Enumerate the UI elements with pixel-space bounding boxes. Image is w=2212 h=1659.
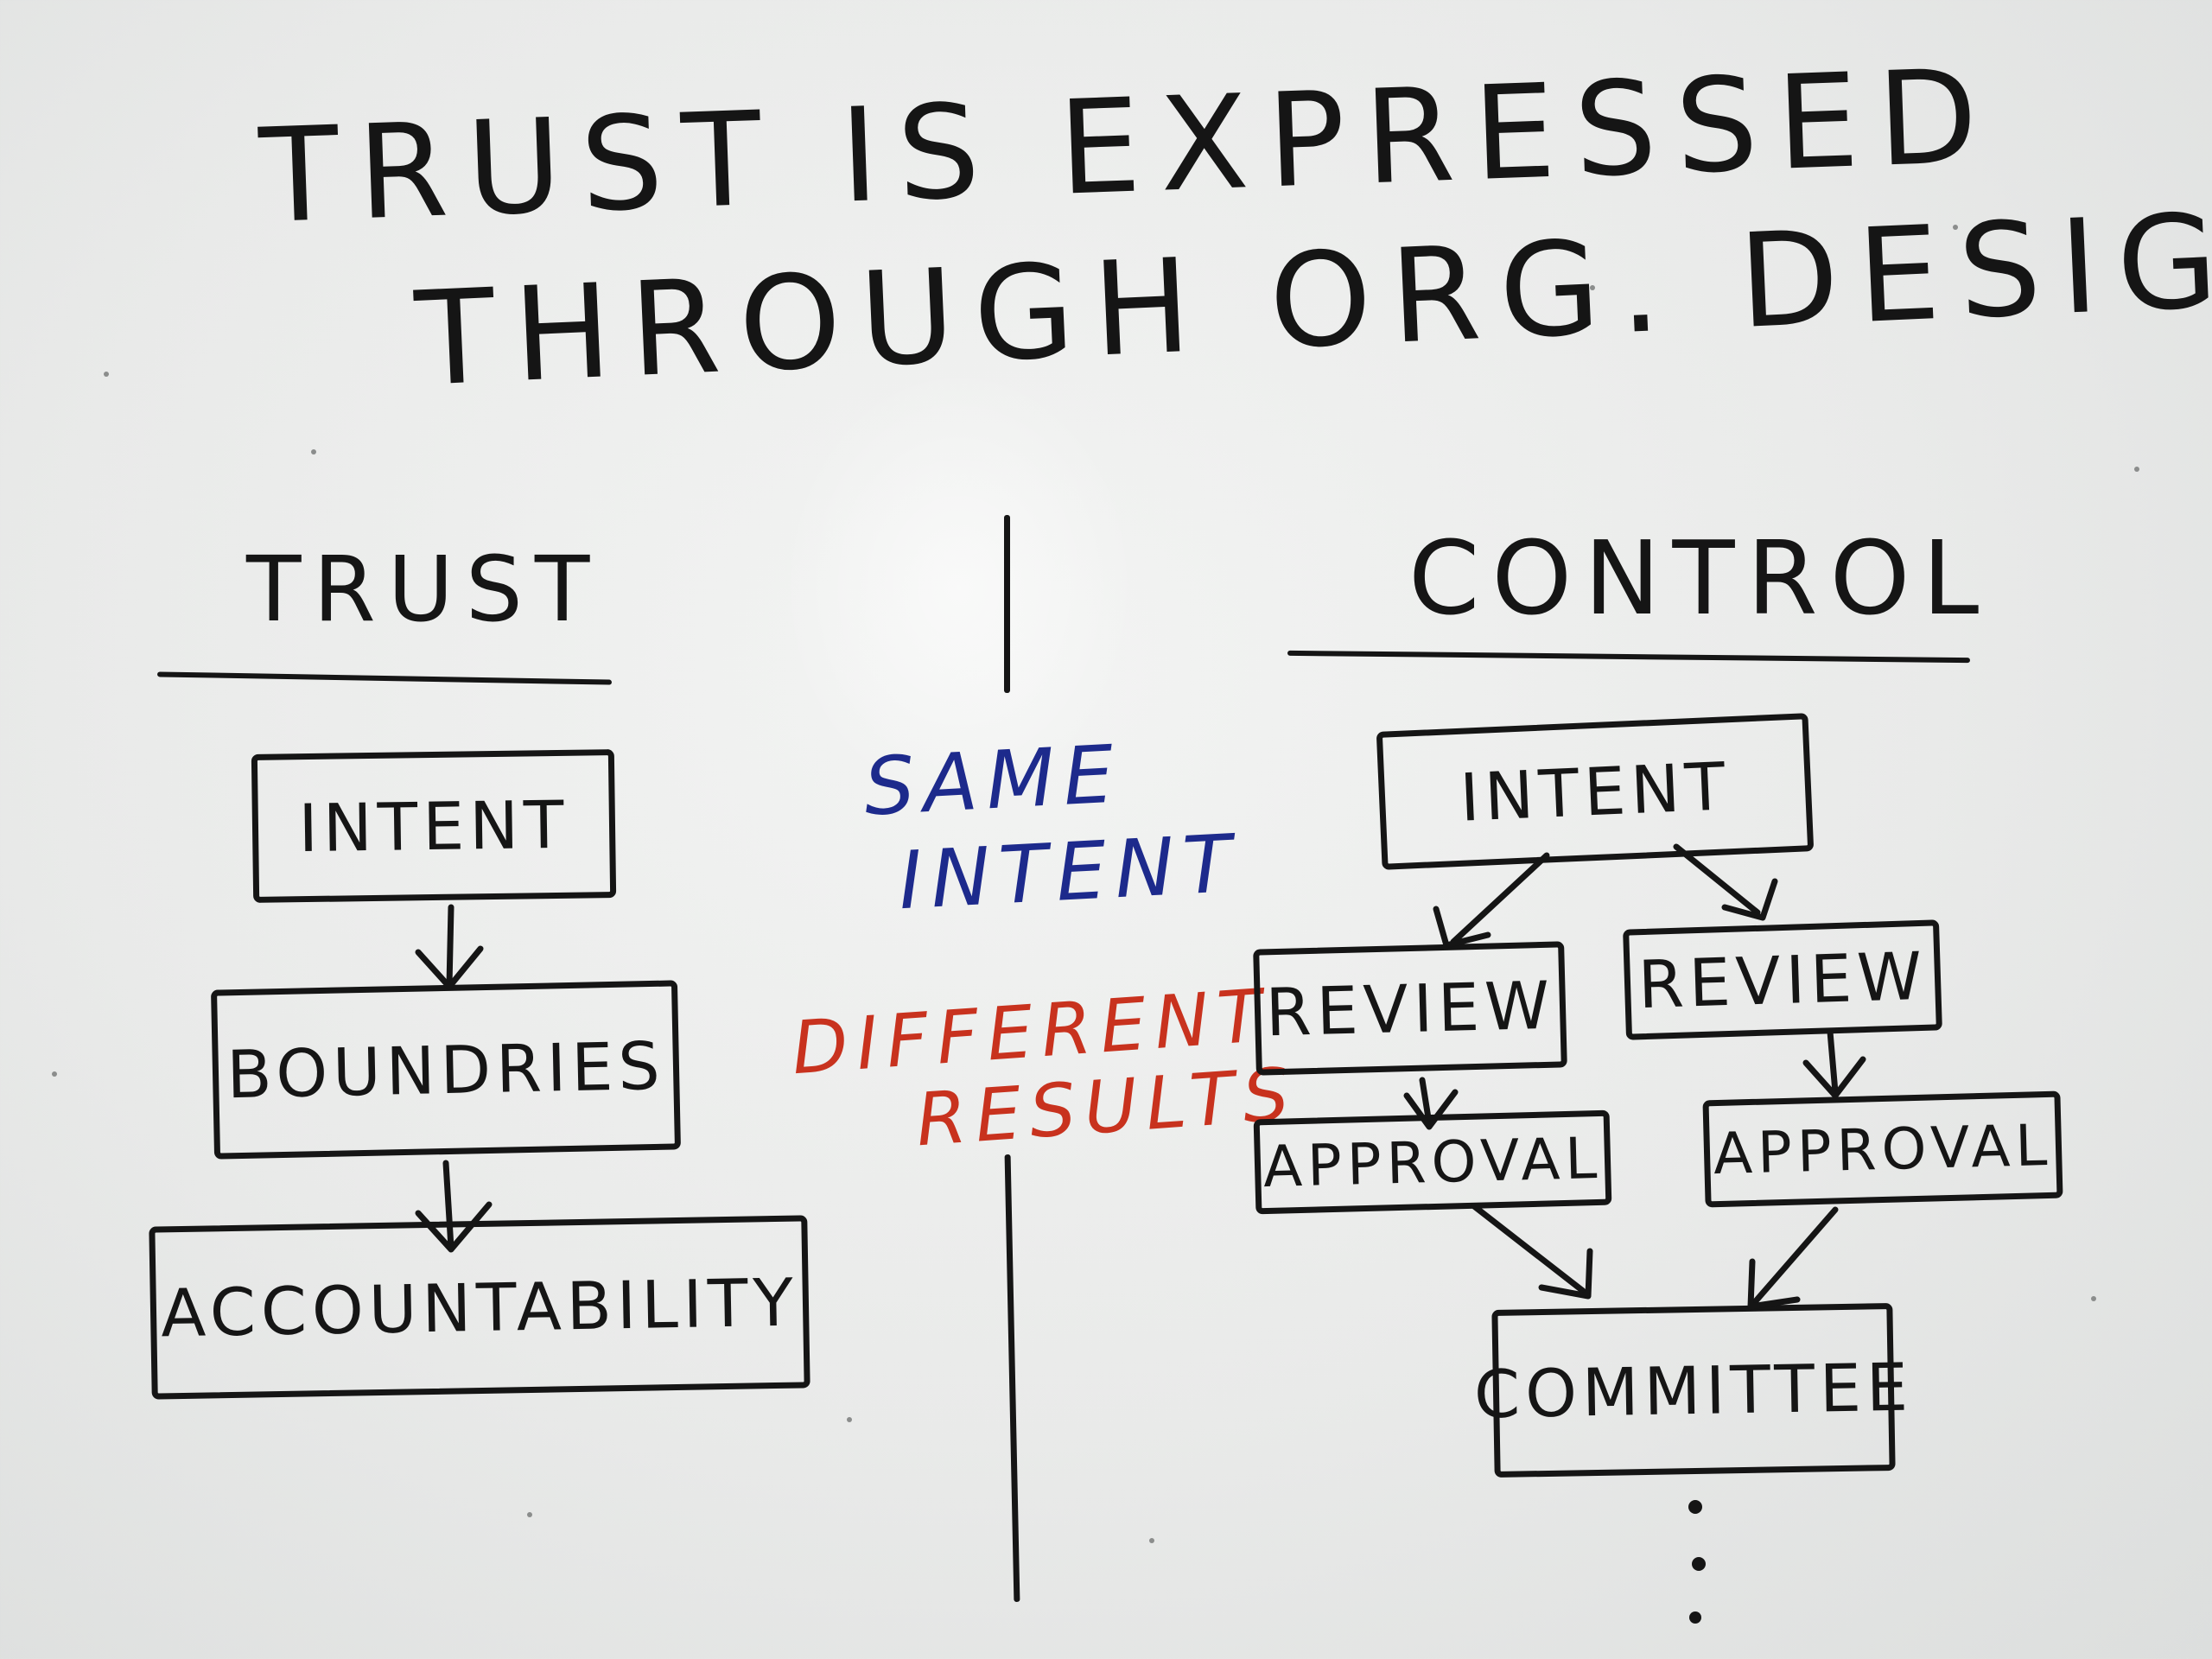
board-speck (104, 372, 109, 377)
board-speck (311, 449, 316, 454)
board-speck (2134, 467, 2139, 472)
arrow-boundries-to-accountability (415, 1160, 493, 1253)
arrow-approval-left-to-committee (1471, 1203, 1593, 1300)
board-speck (847, 1417, 852, 1422)
board-speck (1149, 1538, 1154, 1543)
continuation-dots (1688, 1500, 1706, 1624)
trust-heading: Trust (246, 537, 602, 642)
control-heading: Control (1408, 518, 1992, 638)
board-speck (1590, 285, 1595, 290)
board-speck (1953, 225, 1958, 230)
arrow-intent-to-review-right (1673, 843, 1778, 921)
arrow-intent-to-boundries (415, 904, 484, 990)
board-speck (2091, 1296, 2096, 1301)
arrow-approval-right-to-committee (1747, 1206, 1839, 1310)
arrow-review-to-approval-right (1802, 1028, 1866, 1099)
divider-top (1004, 515, 1010, 693)
board-speck (527, 1512, 532, 1517)
board-speck (52, 1071, 57, 1077)
arrow-intent-to-review-left (1433, 852, 1550, 949)
light-glare (778, 363, 1141, 812)
arrow-review-to-approval-left (1403, 1077, 1459, 1130)
